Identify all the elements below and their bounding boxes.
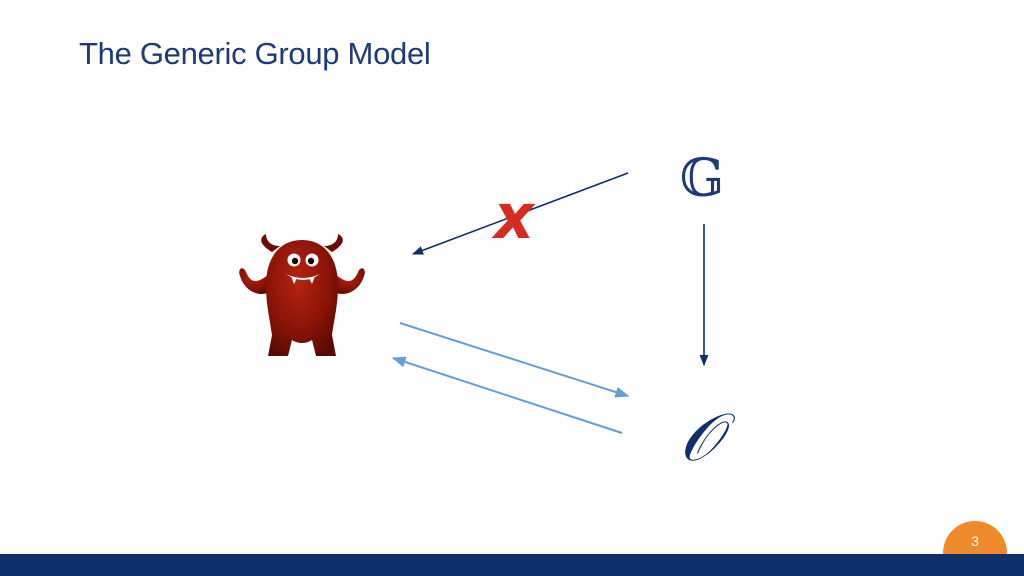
blocked-cross-mark: x xyxy=(491,180,536,253)
group-symbol: 𝔾 xyxy=(680,149,724,209)
footer-bar-overlay xyxy=(0,554,1024,576)
response-to-adversary-arrow xyxy=(391,356,623,434)
page-number: 3 xyxy=(971,533,979,549)
slide-title: The Generic Group Model xyxy=(79,36,431,71)
blocked-group-access-arrow xyxy=(411,172,629,255)
oracle-symbol: 𝒪 xyxy=(679,399,736,476)
query-to-oracle-arrow xyxy=(399,322,630,398)
devil-monster-icon xyxy=(239,234,365,356)
